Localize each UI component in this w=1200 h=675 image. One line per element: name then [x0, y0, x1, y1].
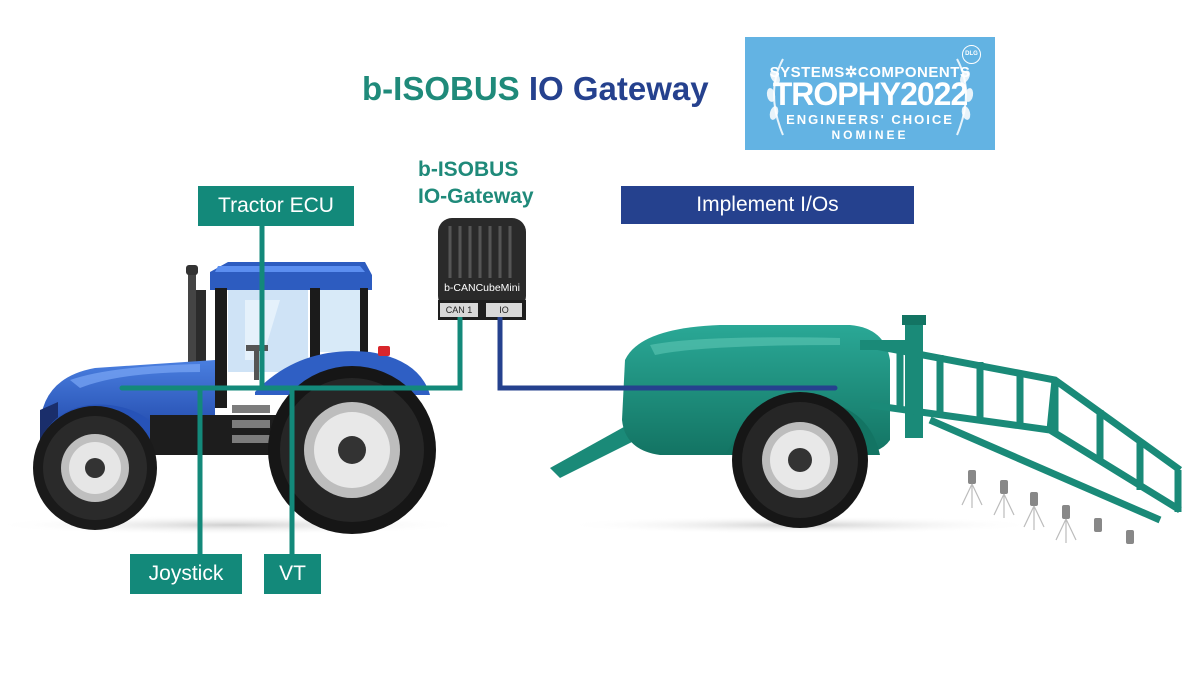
trophy-badge: DLG SYSTEMS✲COMPONENTS TROPHY2022 ENGINE… — [745, 37, 995, 150]
badge-line1: SYSTEMS✲COMPONENTS — [769, 64, 971, 81]
port-io: IO — [486, 303, 522, 317]
node-vt: VT — [264, 554, 321, 594]
gateway-label-line2: IO-Gateway — [418, 185, 534, 208]
badge-line2: TROPHY2022 — [772, 76, 969, 112]
laurel-icon — [766, 58, 974, 136]
title-part2: IO Gateway — [519, 70, 709, 107]
io-line — [497, 315, 838, 391]
node-implement-ios: Implement I/Os — [621, 186, 914, 224]
port-can1: CAN 1 — [440, 303, 478, 317]
page-title: b-ISOBUS IO Gateway — [362, 70, 709, 108]
sprayer-illustration — [550, 315, 1183, 544]
badge-line3: ENGINEERS' CHOICE — [786, 112, 954, 127]
gateway-label: b-ISOBUS IO-Gateway — [418, 156, 534, 210]
tractor-illustration — [33, 262, 436, 534]
device-name: b-CANCubeMini — [444, 282, 520, 294]
dlg-logo: DLG — [962, 45, 981, 64]
badge-line4: NOMINEE — [831, 128, 909, 142]
connection-lines — [119, 219, 838, 558]
isobus-line — [119, 315, 463, 391]
gateway-label-line1: b-ISOBUS — [418, 158, 519, 181]
node-joystick: Joystick — [130, 554, 242, 594]
node-tractor-ecu: Tractor ECU — [198, 186, 354, 226]
title-part1: b-ISOBUS — [362, 70, 520, 107]
